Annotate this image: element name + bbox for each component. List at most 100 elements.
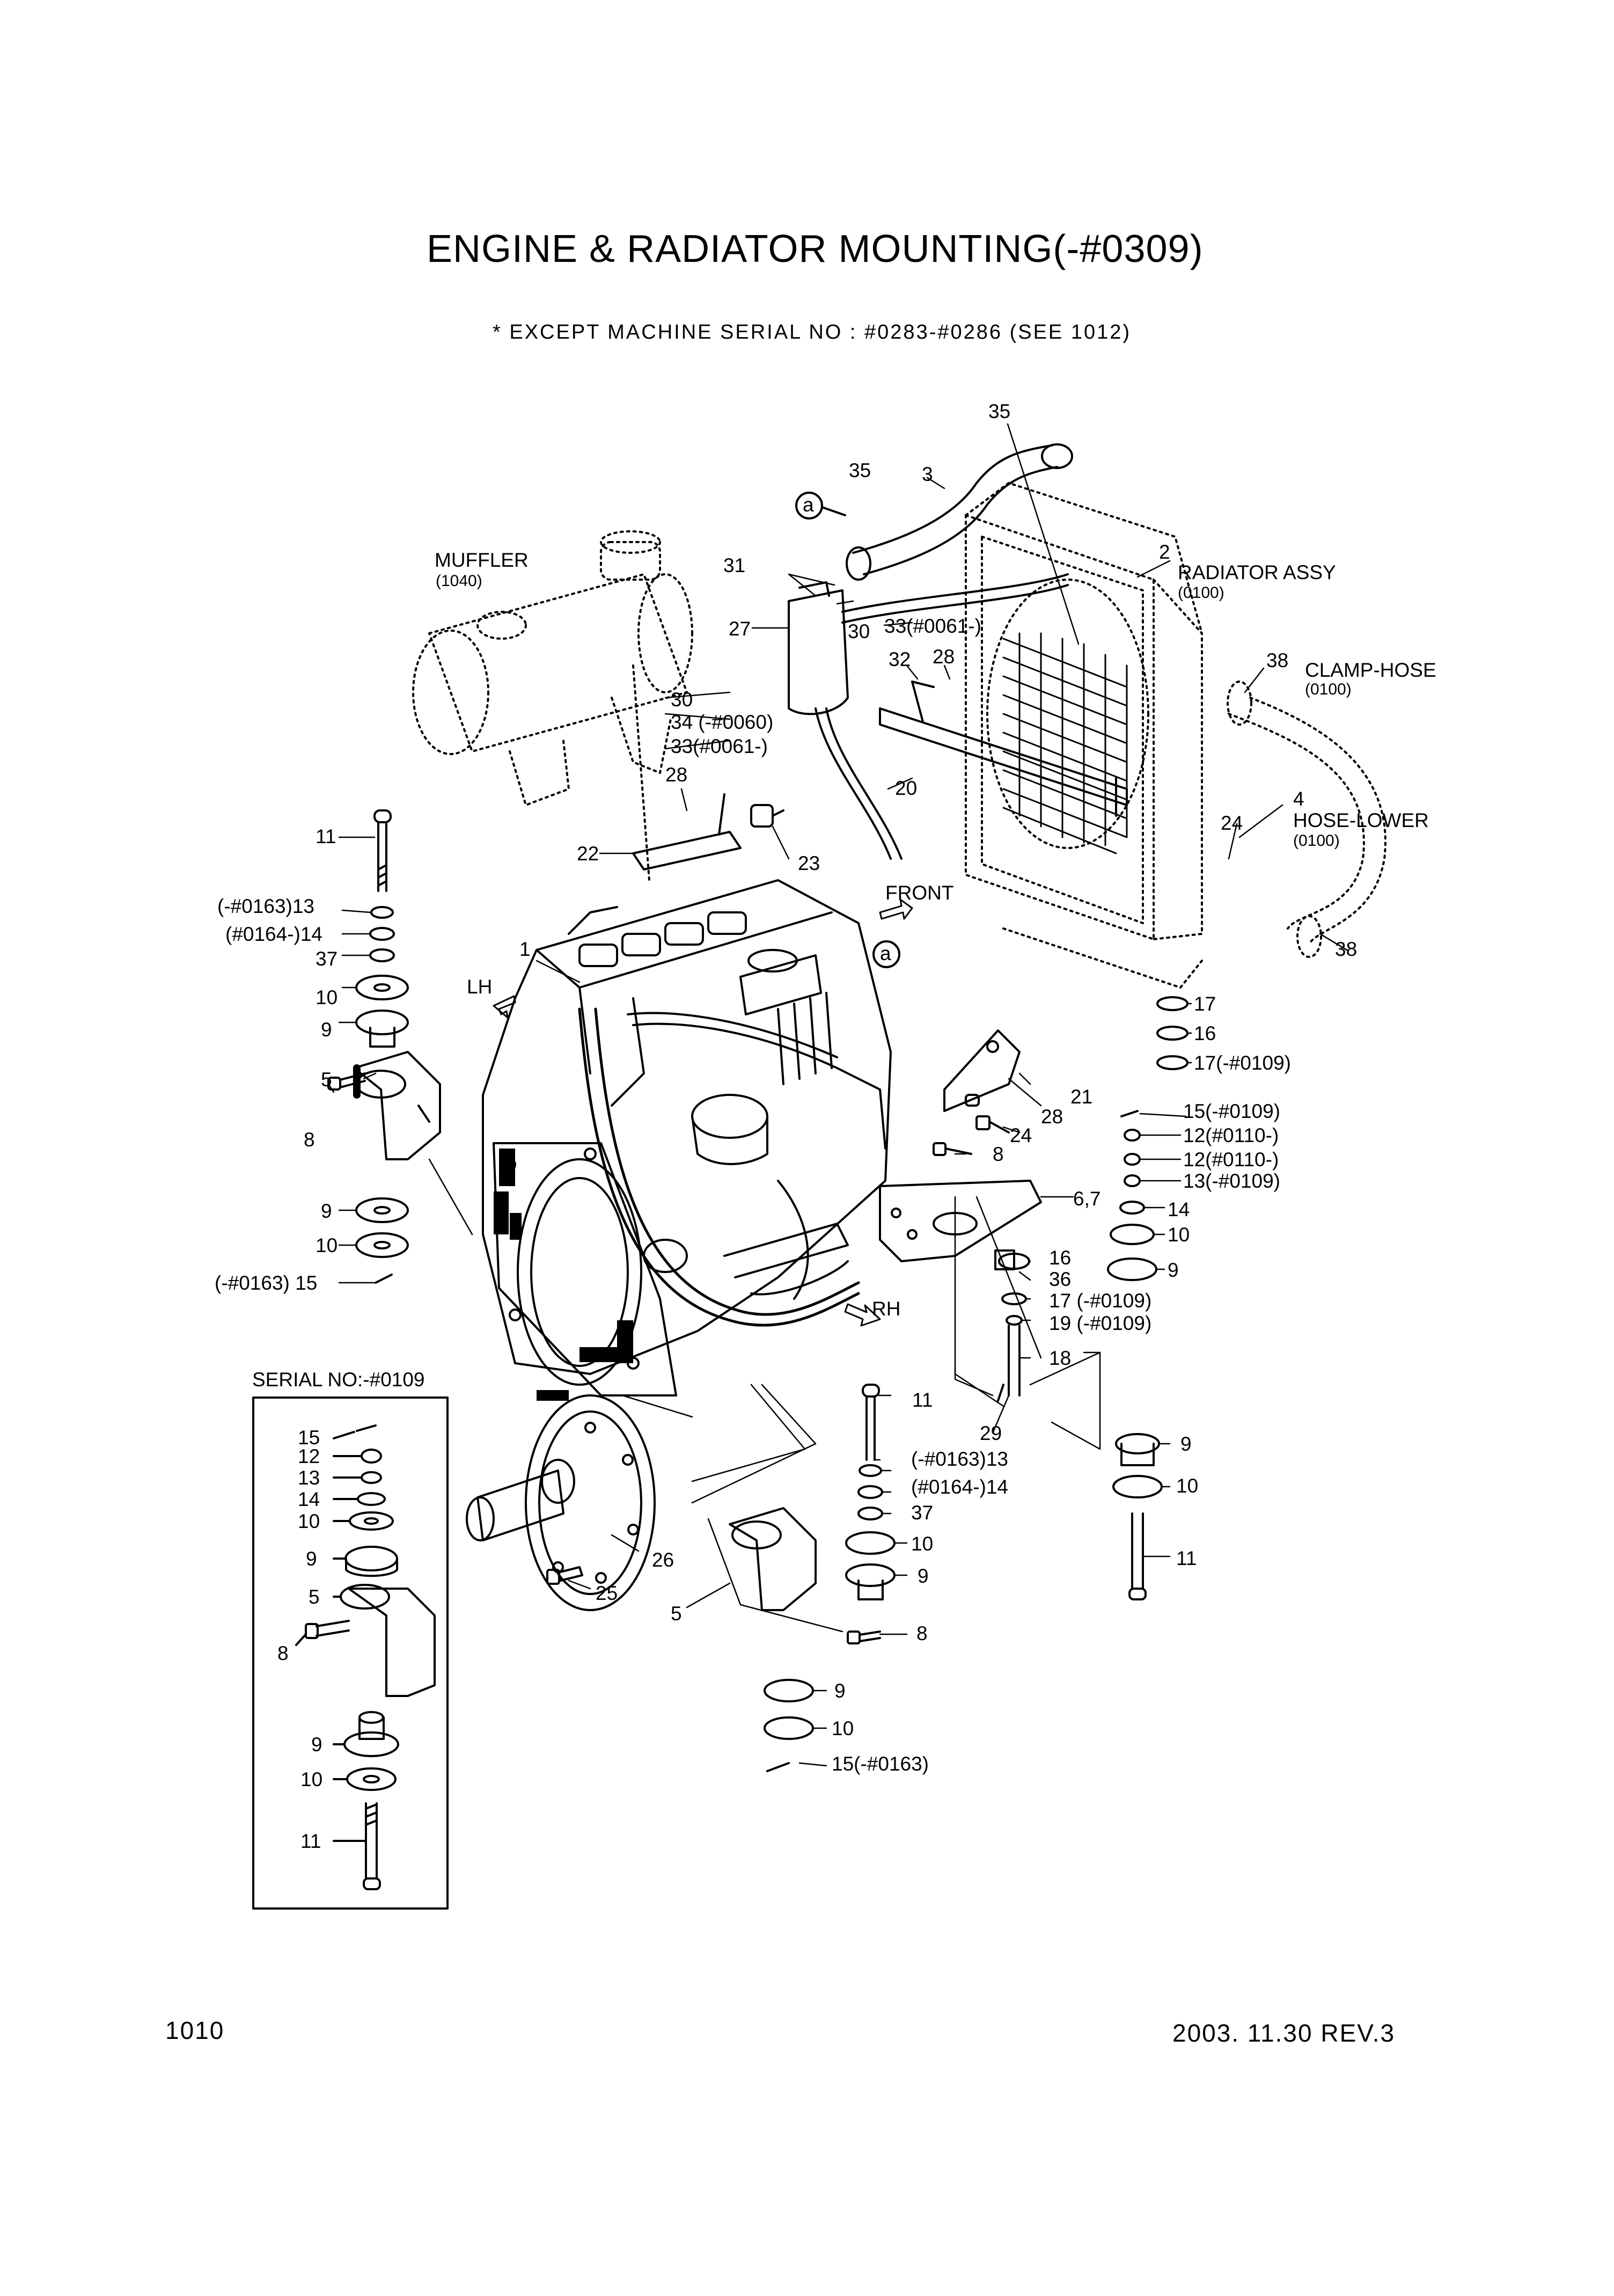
page-title: ENGINE & RADIATOR MOUNTING(-#0309) — [427, 228, 1204, 270]
part-label: 11 — [912, 1389, 933, 1411]
part-label: 8 — [916, 1622, 928, 1644]
part-label: 26 — [652, 1549, 674, 1571]
part-label: 12(#0110-) — [1183, 1124, 1279, 1146]
serial-part-label: 10 — [298, 1510, 320, 1532]
bracket-5-lower — [729, 1507, 881, 1644]
part-label: (-#0163)13 — [217, 895, 315, 917]
part-label: 30 — [671, 689, 693, 711]
part-label: 12(#0110-) — [1183, 1149, 1279, 1171]
part-label: 20 — [895, 777, 918, 799]
part-label: 18 — [1049, 1347, 1072, 1369]
part-label: 28 — [1041, 1106, 1063, 1128]
callout-clamp-hose: CLAMP-HOSE — [1305, 659, 1436, 681]
serial-box-frame — [252, 1396, 449, 1910]
bolt-25 — [546, 1566, 583, 1585]
part-label: 28 — [665, 764, 688, 786]
part-label: 38 — [1335, 938, 1358, 960]
bolt-24-28-right — [933, 1094, 1010, 1156]
bolt-8-left — [327, 1072, 366, 1091]
radiator-phantom — [965, 482, 1386, 989]
pins-right — [994, 1249, 1030, 1402]
direction-lh: LH — [467, 976, 493, 998]
bracket-5-left — [353, 1051, 441, 1160]
part-label: (-#0163) 15 — [215, 1272, 318, 1294]
callout-radiator-ref: (0100) — [1178, 584, 1224, 602]
serial-part-label: 8 — [277, 1642, 289, 1664]
part-label: 2 — [1159, 541, 1170, 563]
serial-part-label: 14 — [298, 1488, 320, 1510]
leader-lines — [327, 423, 1348, 1767]
part-label: 28 — [933, 646, 955, 668]
serial-part-label: 12 — [298, 1445, 320, 1467]
part-label: 38 — [1266, 649, 1289, 671]
part-label: 9 — [834, 1680, 846, 1702]
callout-muffler: MUFFLER — [435, 549, 529, 571]
part-label: 11 — [316, 825, 336, 847]
circle-a-top — [795, 492, 823, 520]
part-label: 11 — [1176, 1547, 1197, 1569]
revision-date: 2003. 11.30 REV.3 — [1172, 2019, 1396, 2047]
part-label: 23 — [798, 852, 820, 874]
part-label: 19 (-#0109) — [1049, 1312, 1152, 1334]
part-label: 24 — [1221, 812, 1243, 834]
part-label: 5 — [321, 1069, 332, 1091]
part-label: 14 — [1168, 1198, 1190, 1220]
serial-part-label: 11 — [300, 1830, 321, 1852]
engine-hoses — [578, 1007, 860, 1327]
part-label: (-#0163)13 — [911, 1448, 1009, 1470]
part-label: 9 — [321, 1019, 332, 1041]
part-label: 9 — [1180, 1433, 1192, 1455]
part-label: 10 — [911, 1533, 934, 1555]
part-label: 17 (-#0109) — [1049, 1290, 1152, 1312]
part-label: 3 — [922, 463, 933, 485]
coupling-mark — [537, 1390, 569, 1401]
part-label: 32 — [889, 648, 911, 670]
flywheel-housing — [493, 1142, 677, 1396]
part-label: 4 — [1293, 788, 1304, 810]
washers-center — [764, 1384, 896, 1772]
serial-part-label: 9 — [306, 1548, 317, 1570]
part-label: 16 — [1049, 1247, 1072, 1269]
marker-a-top: a — [803, 494, 814, 516]
part-label: 21 — [1070, 1086, 1093, 1108]
bolt-11-left — [373, 809, 392, 892]
serial-part-label: 10 — [300, 1768, 323, 1790]
part-label: 5 — [671, 1603, 682, 1625]
part-label: 17(-#0109) — [1194, 1052, 1292, 1074]
callout-hose-lower-ref: (0100) — [1293, 832, 1340, 850]
bracket-6-7 — [879, 1180, 1042, 1262]
part-label: 33(#0061-) — [671, 735, 768, 757]
part-label: 10 — [1176, 1475, 1199, 1497]
serial-part-label: 15 — [298, 1427, 320, 1449]
part-label: 9 — [918, 1565, 929, 1587]
callout-hose-lower: HOSE-LOWER — [1293, 809, 1429, 831]
part-label: 24 — [1010, 1124, 1032, 1146]
radiator-stay — [879, 681, 1128, 817]
coupling — [466, 1394, 656, 1611]
part-label: 31 — [723, 554, 746, 576]
part-label: 17 — [1194, 993, 1216, 1015]
part-label: 15(-#0163) — [832, 1753, 929, 1775]
part-label: 10 — [316, 1234, 338, 1256]
part-label: 37 — [911, 1502, 934, 1524]
part-label: 27 — [729, 618, 751, 640]
serial-box-title: SERIAL NO:-#0109 — [252, 1369, 425, 1391]
part-label: 8 — [993, 1143, 1004, 1165]
flywheel-marks — [494, 1149, 633, 1363]
part-label: 13(-#0109) — [1183, 1170, 1281, 1192]
direction-rh: RH — [872, 1298, 901, 1320]
part-label: 9 — [1168, 1259, 1179, 1281]
bracket-21 — [943, 1029, 1021, 1112]
part-label: 10 — [1168, 1224, 1190, 1246]
bracket-22 — [632, 793, 784, 871]
serial-box-parts — [295, 1424, 436, 1890]
part-label: 30 — [848, 620, 870, 642]
part-label: 36 — [1049, 1268, 1072, 1290]
part-label: 34 (-#0060) — [671, 711, 774, 733]
part-label: (#0164-)14 — [225, 923, 323, 945]
callout-radiator: RADIATOR ASSY — [1178, 561, 1336, 583]
part-label: 35 — [849, 459, 871, 481]
callout-muffler-ref: (1040) — [436, 572, 482, 590]
